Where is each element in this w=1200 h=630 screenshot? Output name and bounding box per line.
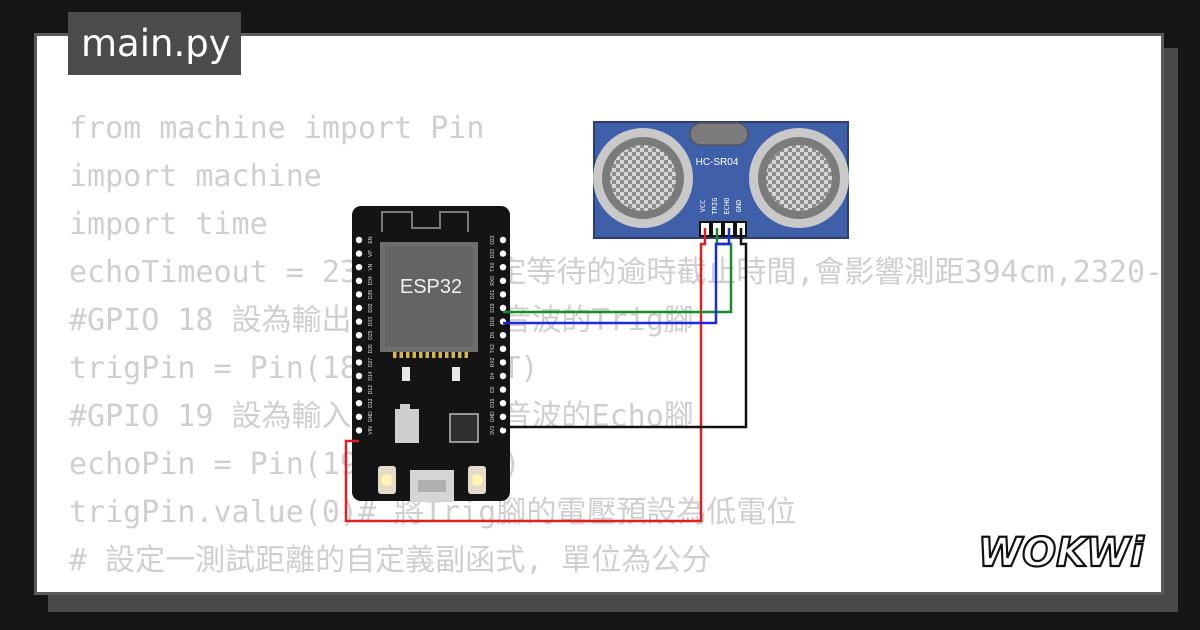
pin-label: D23 (490, 235, 496, 244)
hc-sr04-sensor[interactable]: HC-SR04 VCC TRIG ECHO GND (593, 121, 849, 239)
code-line: import machine (69, 159, 322, 194)
pin-label: D14 (368, 371, 374, 380)
module-pad (399, 352, 403, 358)
pin-hole[interactable] (355, 291, 363, 298)
wire-trig-d19 (503, 228, 733, 314)
module-pad (412, 352, 416, 358)
wires (344, 228, 748, 523)
pin-label: GND (368, 411, 374, 423)
crystal-oscillator (689, 122, 749, 146)
pin-hole[interactable] (355, 236, 363, 244)
pin-label: D4 (490, 373, 496, 380)
pin-hole[interactable] (499, 413, 507, 420)
pin-label: D13 (368, 398, 374, 407)
pin-hole[interactable] (499, 359, 507, 366)
pin-label: TX2 (490, 344, 496, 353)
pin-hole[interactable] (355, 400, 363, 407)
pin-label: D27 (368, 358, 374, 367)
pin-label: D35 (368, 290, 374, 299)
pin-hole[interactable] (499, 250, 507, 257)
pin-hole[interactable] (355, 318, 363, 325)
pin-label: D22 (490, 249, 496, 258)
pin-hole[interactable] (499, 400, 507, 407)
module-pad (458, 352, 462, 358)
pin-hole[interactable] (355, 413, 363, 420)
pin-hole[interactable] (499, 277, 507, 284)
pin-label: D15 (490, 398, 496, 407)
pin-hole[interactable] (499, 291, 507, 298)
pin-label: VIN (368, 426, 374, 435)
antenna-trace (381, 211, 469, 232)
code-line: import time (69, 207, 268, 242)
pin-hole[interactable] (499, 427, 507, 434)
voltage-regulator (395, 409, 419, 443)
pin-hole[interactable] (355, 359, 363, 366)
module-pad (432, 352, 436, 358)
pin-label: VN (368, 263, 374, 270)
pin-hole[interactable] (355, 250, 363, 257)
pin-hole[interactable] (355, 372, 363, 380)
file-tab[interactable]: main.py (68, 12, 241, 75)
module-pad (393, 352, 397, 358)
pin-label: D5 (490, 332, 496, 339)
pin-label: 3V3 (490, 426, 496, 435)
wire-vcc-vin (344, 228, 707, 523)
module-pad (406, 352, 410, 358)
code-line: # 設定一測試距離的自定義副函式, 單位為公分 (69, 543, 712, 578)
pin-label: D33 (368, 317, 374, 326)
pin-label: D21 (490, 290, 496, 299)
pin-label: D25 (368, 330, 374, 339)
pin-hole[interactable] (499, 386, 507, 393)
pin-hole[interactable] (355, 427, 363, 434)
sensor-pin-label: VCC (699, 200, 707, 213)
pin-hole[interactable] (499, 332, 507, 339)
pin-hole[interactable] (499, 345, 507, 352)
usb-uart-chip (449, 413, 479, 443)
pin-label: RX2 (490, 357, 496, 367)
pin-label: D2 (490, 386, 496, 393)
code-line: trigPin.value(0)# 將Trig腳的電壓預設為低電位 (69, 495, 797, 530)
pin-hole[interactable] (499, 236, 507, 244)
pin-hole[interactable] (355, 277, 363, 284)
code-line: def distance(): (69, 585, 1161, 592)
pin-label: D18 (490, 317, 496, 326)
pin-label: D32 (368, 303, 374, 312)
wire-echo-d18 (503, 228, 731, 325)
pin-label: TX0 (490, 262, 496, 271)
module-pad (425, 352, 429, 358)
pin-hole[interactable] (355, 264, 363, 271)
sensor-pin-label: TRIG (711, 198, 719, 215)
pin-label: D34 (368, 276, 374, 285)
esp32-board[interactable]: ESP32 ENVPVND34D35D32D33D25D26D27D14D12D… (352, 206, 510, 502)
module-pad (438, 352, 442, 358)
sensor-label: HC-SR04 (696, 157, 739, 168)
pin-label: RX0 (490, 276, 496, 286)
sensor-pin-label: ECHO (723, 198, 731, 215)
sensor-pin-label: GND (735, 200, 743, 213)
pin-label: D26 (368, 344, 374, 353)
svg-text:WOKWi: WOKWi (978, 530, 1145, 576)
pin-label: D12 (368, 385, 374, 394)
wokwi-logo: WOKWi (978, 529, 1146, 577)
pin-label: VP (368, 250, 374, 257)
pin-hole[interactable] (355, 304, 363, 312)
code-line: from machine import Pin (69, 111, 485, 146)
module-pad (445, 352, 449, 358)
pin-label: D19 (490, 303, 496, 312)
module-pad (451, 352, 455, 358)
pin-hole[interactable] (355, 345, 363, 352)
pin-hole[interactable] (499, 372, 507, 380)
pin-hole[interactable] (355, 386, 363, 393)
module-pad (419, 352, 423, 358)
module-pad (464, 352, 468, 358)
chip-label: ESP32 (400, 276, 462, 298)
pin-hole[interactable] (499, 264, 507, 271)
pin-label: EN (368, 236, 374, 243)
wire-gnd-gnd (503, 228, 748, 429)
pin-hole[interactable] (355, 332, 363, 339)
pin-hole[interactable] (499, 304, 507, 312)
pin-label: GND (490, 411, 496, 423)
